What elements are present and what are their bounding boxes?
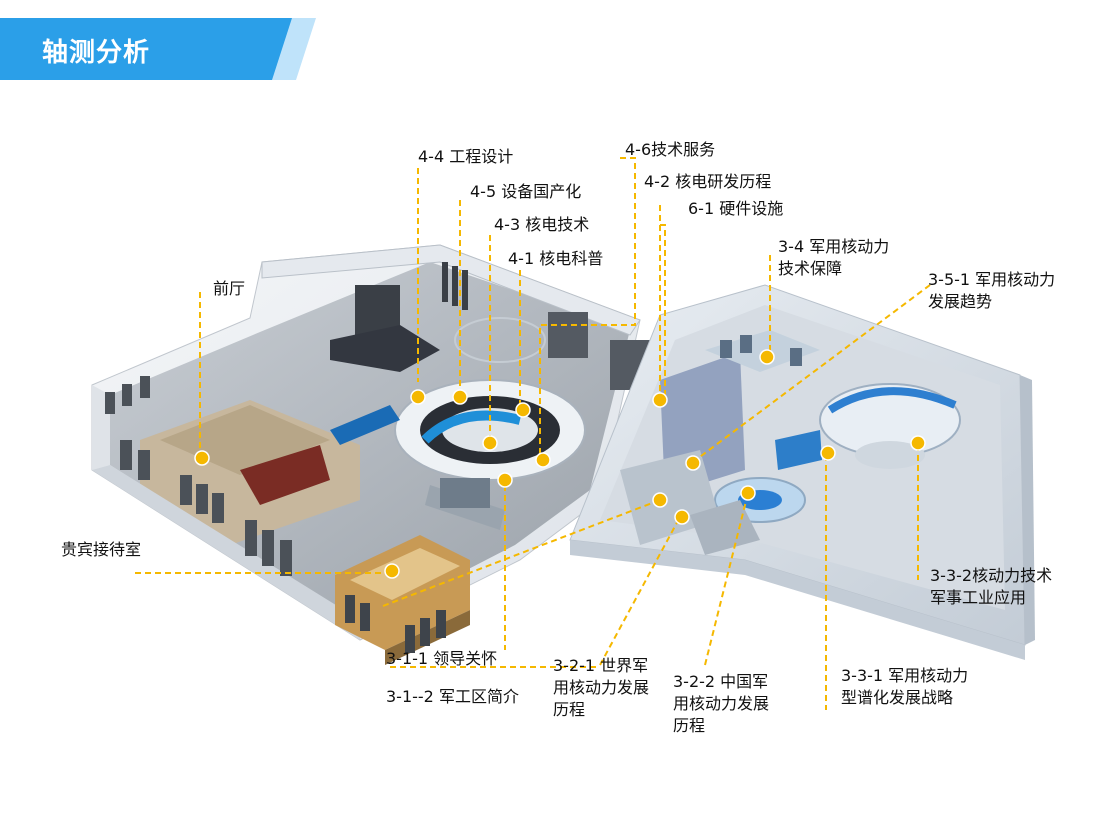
marker-3-3-1 bbox=[820, 445, 836, 461]
label-6-1: 6-1 硬件设施 bbox=[688, 199, 784, 218]
label-3-1-1: 3-1-1 领导关怀 bbox=[386, 649, 498, 668]
label-4-3: 4-3 核电技术 bbox=[494, 215, 590, 234]
marker-3-2-2 bbox=[674, 509, 690, 525]
marker-3-2-1 bbox=[652, 492, 668, 508]
marker-3-2-x bbox=[740, 485, 756, 501]
label-3-3-1: 3-3-1 军用核动力 型谱化发展战略 bbox=[841, 666, 969, 707]
page-title: 轴测分析 bbox=[42, 38, 151, 68]
marker-4-6 bbox=[535, 452, 551, 468]
marker-3-3-2 bbox=[910, 435, 926, 451]
marker-3-4 bbox=[759, 349, 775, 365]
label-3-2-2: 3-2-2 中国军 用核动力发展 历程 bbox=[673, 672, 770, 735]
marker-4-2 bbox=[652, 392, 668, 408]
marker-3-1 bbox=[497, 472, 513, 488]
label-3-3-2: 3-3-2核动力技术 军事工业应用 bbox=[930, 566, 1053, 607]
left-facade-windows bbox=[105, 376, 292, 576]
header-banner bbox=[0, 18, 316, 80]
label-4-5: 4-5 设备国产化 bbox=[470, 182, 582, 201]
label-front-hall: 前厅 bbox=[213, 279, 246, 298]
marker-front-hall bbox=[194, 450, 210, 466]
label-4-6: 4-6技术服务 bbox=[625, 140, 716, 159]
label-4-2: 4-2 核电研发历程 bbox=[644, 172, 772, 191]
marker-4-4 bbox=[410, 389, 426, 405]
marker-vip-room bbox=[384, 563, 400, 579]
marker-4-3 bbox=[482, 435, 498, 451]
label-3-4: 3-4 军用核动力 技术保障 bbox=[778, 237, 890, 278]
label-3-5-1: 3-5-1 军用核动力 发展趋势 bbox=[928, 270, 1056, 311]
marker-4-1 bbox=[515, 402, 531, 418]
label-vip-room: 贵宾接待室 bbox=[61, 540, 142, 559]
label-3-1-2: 3-1--2 军工区简介 bbox=[386, 687, 519, 706]
label-4-1: 4-1 核电科普 bbox=[508, 249, 604, 268]
callout-markers bbox=[194, 349, 926, 579]
callout-lines bbox=[135, 157, 931, 710]
marker-4-5 bbox=[452, 389, 468, 405]
label-4-4: 4-4 工程设计 bbox=[418, 147, 514, 166]
marker-3-5-1 bbox=[685, 455, 701, 471]
label-3-2-1: 3-2-1 世界军 用核动力发展 历程 bbox=[553, 656, 650, 719]
